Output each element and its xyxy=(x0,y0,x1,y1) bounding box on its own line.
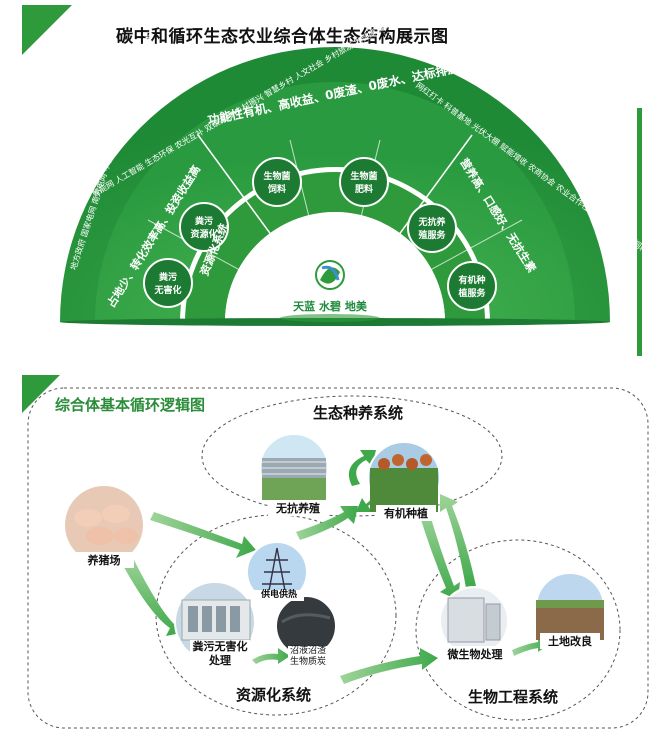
pig-farm-label: 养猪场 xyxy=(74,552,134,568)
svg-text:植服务: 植服务 xyxy=(457,287,486,299)
microbe-label: 微生物处理 xyxy=(444,646,506,662)
land-label: 土地改良 xyxy=(540,633,600,649)
antibiotic-free-photo xyxy=(259,433,329,503)
bio-system-outline xyxy=(415,539,621,721)
node-bio-feed: 生物菌 饲料 xyxy=(252,157,302,207)
svg-text:无害化: 无害化 xyxy=(153,284,181,296)
svg-text:肥料: 肥料 xyxy=(355,183,373,195)
page-title: 碳中和循环生态农业综合体生态结构展示图 xyxy=(116,27,449,47)
node-feces-harmless: 粪污 无害化 xyxy=(143,258,193,308)
svg-text:粪污: 粪污 xyxy=(195,215,213,227)
corner-accent-2 xyxy=(22,375,60,413)
svg-text:有机种: 有机种 xyxy=(458,274,485,286)
organic-label: 有机种植 xyxy=(376,505,436,521)
svg-text:殖服务: 殖服务 xyxy=(417,229,446,241)
organic-photo xyxy=(367,441,441,515)
corner-accent xyxy=(22,5,72,55)
antibiotic-free-label: 无抗养殖 xyxy=(268,500,328,516)
land-photo xyxy=(535,572,605,642)
bio-system-label: 生物工程系统 xyxy=(468,688,559,706)
ecology-structure-arc: 粪污 无害化 粪污 资源化 生物菌 饲料 生物菌 肥料 无抗养 殖服务 有机种 … xyxy=(60,47,610,326)
microbe-photo xyxy=(439,586,509,656)
power-label: 供电供热 xyxy=(254,590,304,601)
svg-text:资源化: 资源化 xyxy=(190,228,217,240)
pig-farm-photo xyxy=(63,484,145,566)
harmless-label: 粪污无害化处理 xyxy=(190,640,250,668)
node-organic-service: 有机种 植服务 xyxy=(447,261,497,311)
resource-system-label: 资源化系统 xyxy=(236,686,312,704)
svg-text:生物菌: 生物菌 xyxy=(263,170,290,182)
center-logo-icon xyxy=(315,260,345,290)
svg-text:饲料: 饲料 xyxy=(267,183,286,195)
inner-ring-center-label: 生物工程系统 xyxy=(302,234,368,247)
svg-text:粪污: 粪污 xyxy=(159,271,177,283)
eco-system-outline xyxy=(201,395,503,517)
side-accent-bar xyxy=(637,108,642,356)
svg-text:生物菌: 生物菌 xyxy=(350,170,377,182)
inner-ring-band xyxy=(185,172,485,322)
node-antibiotic-free-service: 无抗养 殖服务 xyxy=(407,203,457,253)
node-bio-fertilizer: 生物菌 肥料 xyxy=(339,157,389,207)
biogas-label: 沼液沼渣生物质炭 xyxy=(288,646,328,668)
node-feces-resource: 粪污 资源化 xyxy=(179,202,229,252)
svg-text:无抗养: 无抗养 xyxy=(417,216,445,228)
power-photo xyxy=(246,541,308,603)
center-logo-text: 天蓝 水碧 地美 xyxy=(293,300,367,313)
eco-system-label: 生态种养系统 xyxy=(313,404,404,422)
section-title: 综合体基本循环逻辑图 xyxy=(55,396,206,414)
